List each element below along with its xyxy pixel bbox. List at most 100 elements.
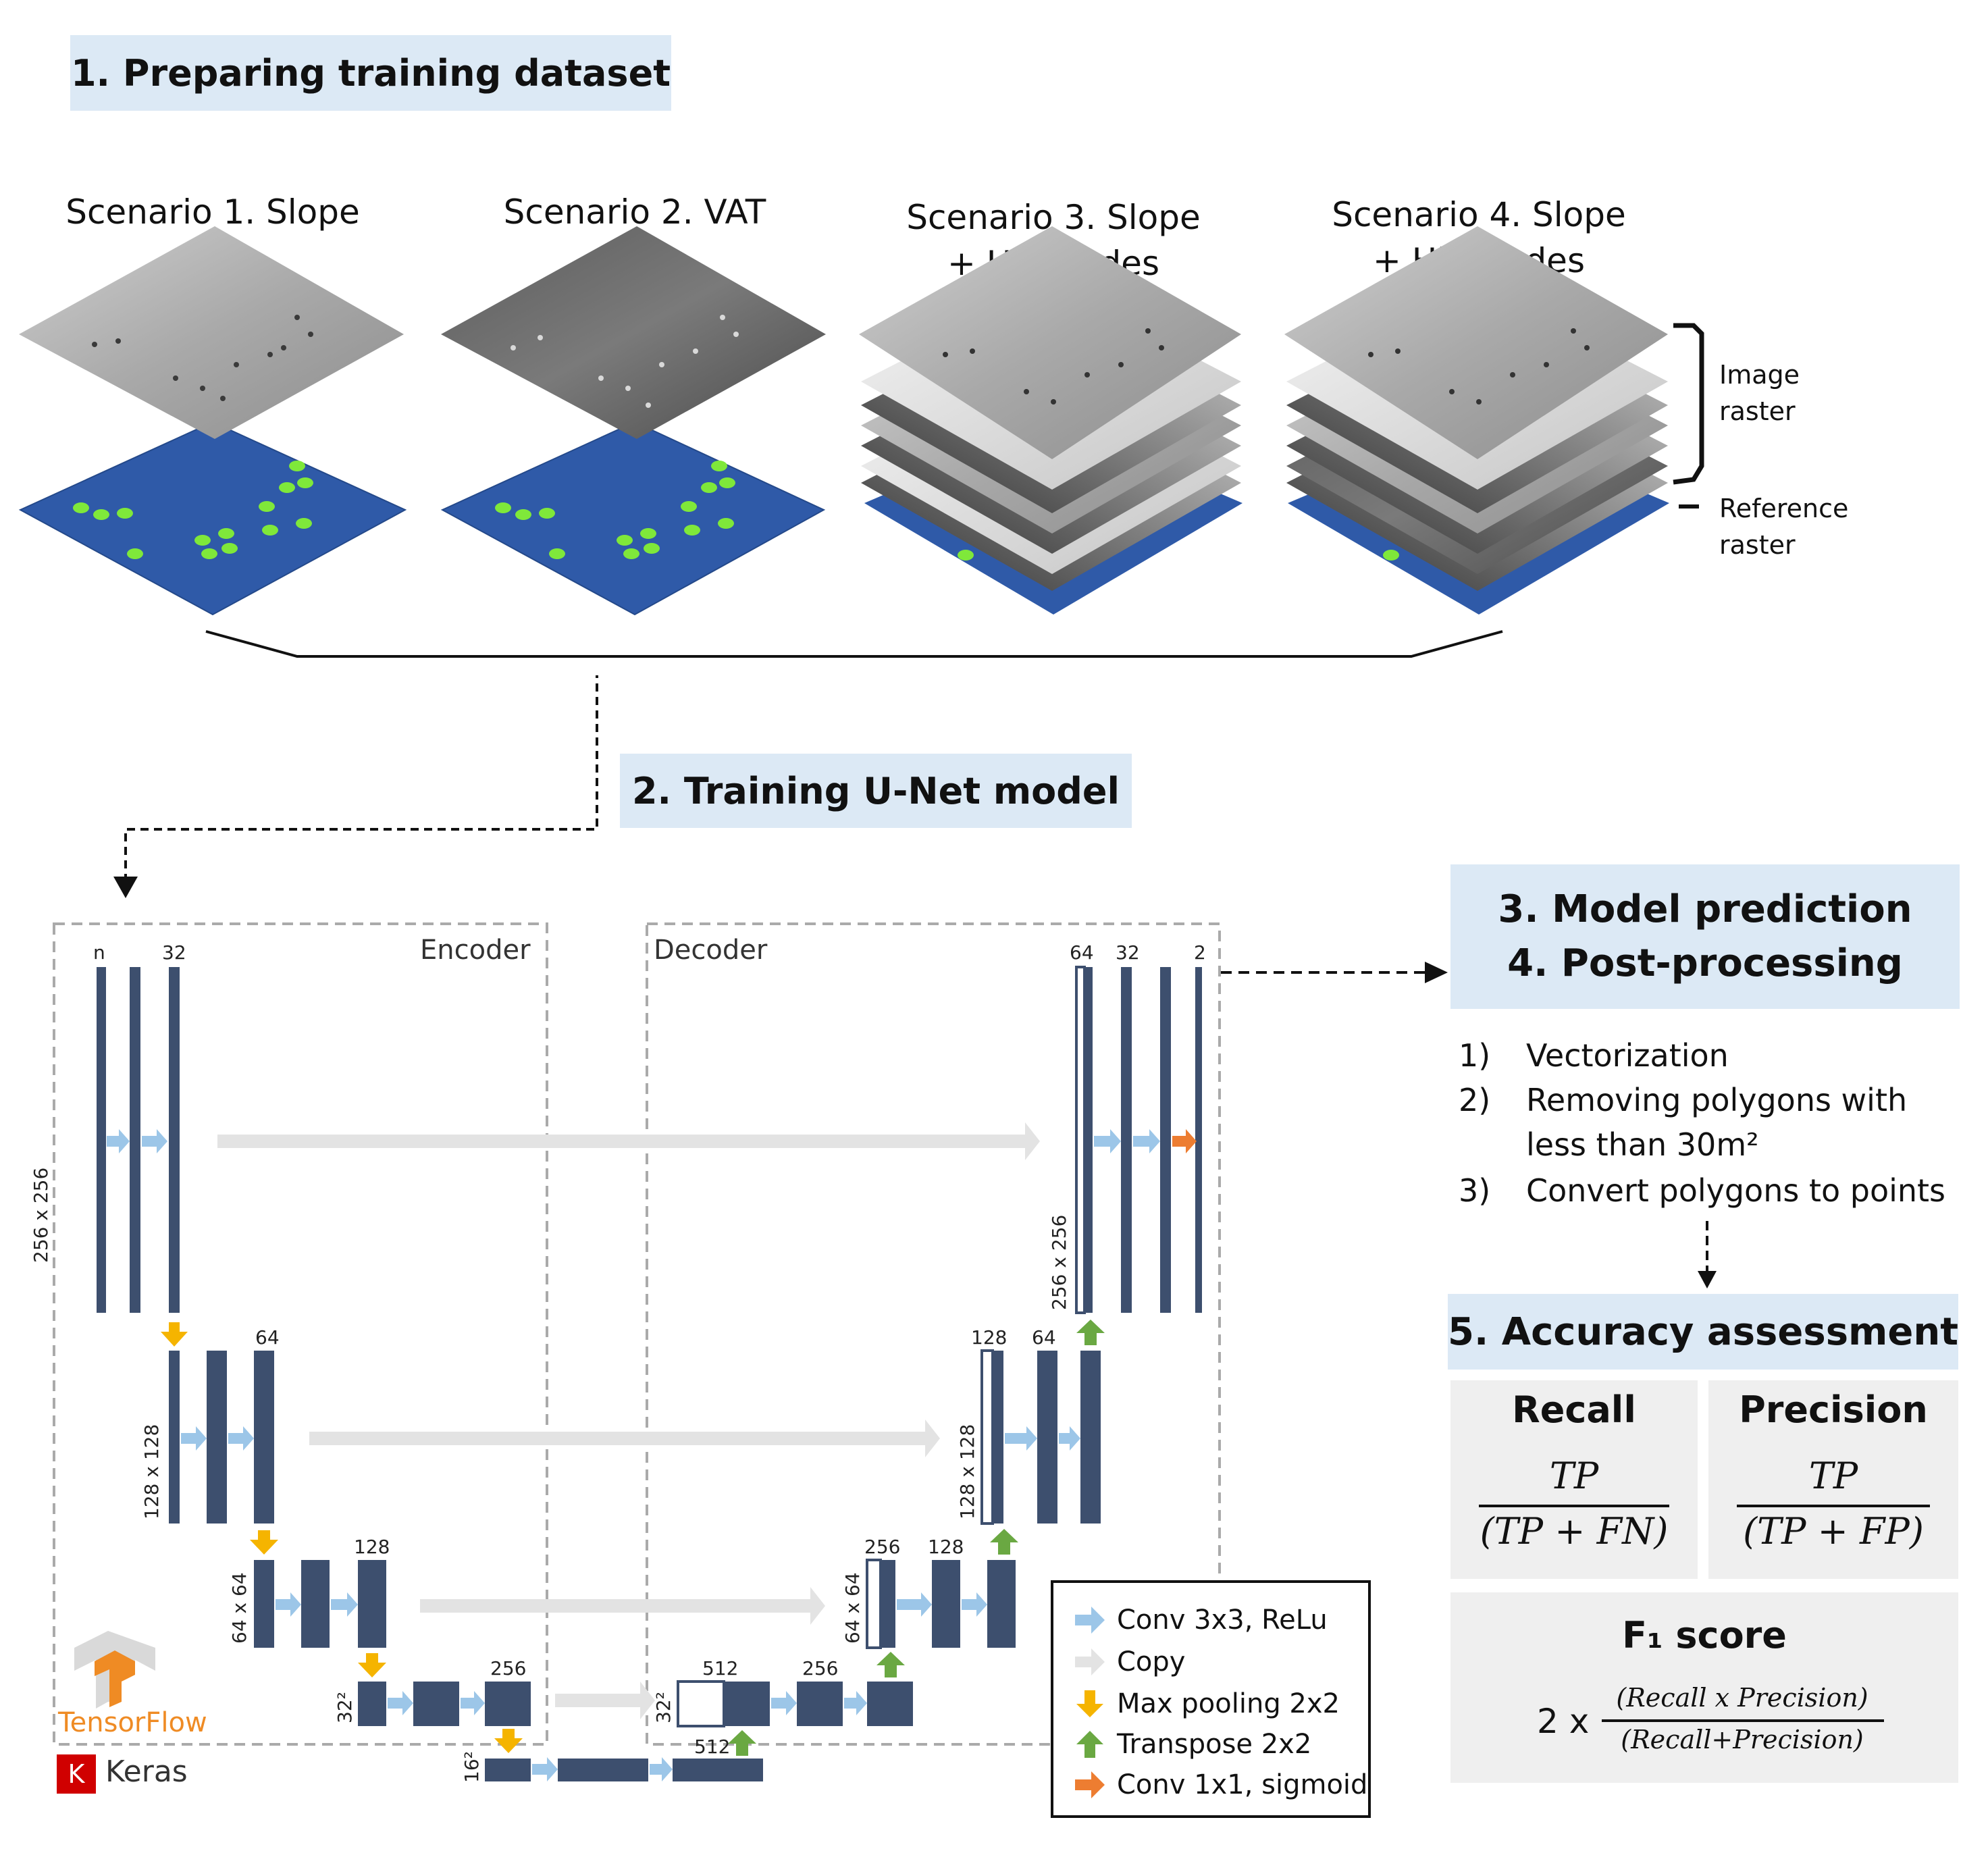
resolution-256-dec: 256 x 256 xyxy=(1048,1214,1070,1310)
section-4-title: 4. Post-processing xyxy=(1507,941,1903,985)
channel-label-bottleneck-512: 512 xyxy=(694,1736,731,1758)
decoder-level-4 xyxy=(677,1680,913,1727)
legend-conv1: Conv 1x1, sigmoid xyxy=(1075,1768,1367,1802)
legend-transpose-label: Transpose 2x2 xyxy=(1117,1729,1312,1760)
legend-copy-label: Copy xyxy=(1117,1646,1186,1677)
keras-wordmark: Keras xyxy=(105,1754,188,1789)
channel-label-dec-128: 128 xyxy=(928,1536,964,1558)
scenario-3-stack xyxy=(859,226,1242,615)
legend-copy: Copy xyxy=(1075,1645,1185,1679)
scenario-2-reference-raster xyxy=(440,421,826,616)
section-3-4-header: 3. Model prediction 4. Post-processing xyxy=(1450,864,1960,1009)
section-5-header: 5. Accuracy assessment xyxy=(1448,1294,1958,1370)
transpose-arrows xyxy=(728,1320,1105,1756)
image-raster-label: Image raster xyxy=(1719,357,1800,429)
resolution-32-enc: 32² xyxy=(334,1692,356,1723)
channel-label-dec-128b: 128 xyxy=(971,1326,1008,1349)
recall-numerator: TP xyxy=(1549,1455,1599,1497)
precision-fraction-bar xyxy=(1737,1505,1930,1507)
section-2-title: 2. Training U-Net model xyxy=(631,769,1120,812)
scenario-1-label: Scenario 1. Slope xyxy=(66,192,360,232)
postproc-down-arrow xyxy=(1698,1221,1717,1288)
scenario-2-point-markers xyxy=(495,461,735,559)
legend-pool: Max pooling 2x2 xyxy=(1075,1687,1340,1721)
decoder-box xyxy=(646,922,1221,1746)
conv1x1-arrow xyxy=(1172,1129,1197,1153)
scenario-2-vat-texture xyxy=(511,315,739,408)
channel-label-dec-2: 2 xyxy=(1194,941,1206,964)
scenario-4-stack xyxy=(1284,226,1669,615)
legend-conv-label: Conv 3x3, ReLu xyxy=(1117,1605,1328,1636)
f1-box: F₁ score 2 x (Recall x Precision) (Recal… xyxy=(1450,1592,1958,1783)
conv-arrows xyxy=(107,1129,1160,1781)
image-raster-bracket xyxy=(1673,323,1704,485)
postproc-step-1-text: Vectorization xyxy=(1526,1037,1729,1074)
section-1-title: 1. Preparing training dataset xyxy=(70,51,671,95)
postproc-step-3-text: Convert polygons to points xyxy=(1526,1172,1946,1209)
decoder-level-3 xyxy=(866,1559,1016,1649)
section-5-title: 5. Accuracy assessment xyxy=(1448,1309,1958,1354)
resolution-64-dec: 64 x 64 xyxy=(841,1572,864,1644)
channel-label-enc-32: 32 xyxy=(162,941,186,964)
precision-title: Precision xyxy=(1739,1388,1928,1431)
connector-s3-arrowhead xyxy=(1425,962,1448,983)
postproc-step-3-number: 3) xyxy=(1459,1172,1491,1209)
channel-label-dec-256b: 256 xyxy=(864,1536,901,1558)
f1-title: F₁ score xyxy=(1622,1614,1787,1657)
decoder-level-2 xyxy=(980,1349,1101,1525)
scenario-1-point-markers xyxy=(73,461,313,559)
reference-raster-label-1: Reference xyxy=(1719,494,1849,523)
decoder-label: Decoder xyxy=(654,935,768,966)
connector-arrowhead xyxy=(113,877,138,898)
precision-denominator: (TP + FP) xyxy=(1743,1510,1924,1553)
decoder-level-1 xyxy=(1075,966,1202,1314)
scenario-2-title: Scenario 2. VAT xyxy=(446,189,824,235)
resolution-64-enc: 64 x 64 xyxy=(228,1572,251,1644)
scenario-4-slope-texture xyxy=(1368,328,1590,405)
encoder-level-4 xyxy=(358,1682,531,1726)
channel-label-dec-64-top: 64 xyxy=(1070,941,1094,964)
legend-pool-label: Max pooling 2x2 xyxy=(1117,1688,1340,1719)
postproc-step-1-number: 1) xyxy=(1459,1037,1491,1074)
encoder-level-1 xyxy=(97,967,180,1313)
legend-conv1-label: Conv 1x1, sigmoid xyxy=(1117,1769,1368,1800)
legend-pool-arrow-icon xyxy=(1076,1690,1103,1717)
channel-label-enc-256: 256 xyxy=(490,1657,527,1679)
maxpool-arrows xyxy=(161,1322,523,1753)
encoder-level-3 xyxy=(254,1560,386,1648)
scenario-1-slope-raster xyxy=(19,226,404,439)
resolution-128-enc: 128 x 128 xyxy=(140,1424,163,1519)
recall-fraction-bar xyxy=(1479,1505,1669,1507)
legend-conv1-arrow-icon xyxy=(1075,1771,1105,1798)
f1-fraction-bar xyxy=(1602,1719,1884,1722)
recall-box: Recall TP (TP + FN) xyxy=(1450,1380,1698,1579)
legend-conv-arrow-icon xyxy=(1075,1607,1105,1634)
section-3-title: 3. Model prediction xyxy=(1498,887,1912,931)
copy-arrows xyxy=(217,1122,1040,1719)
recall-denominator: (TP + FN) xyxy=(1480,1510,1669,1553)
scenario-1-stack xyxy=(18,226,407,616)
channel-label-dec-512-top: 512 xyxy=(702,1657,739,1679)
scenario-3-slope-texture xyxy=(943,328,1164,405)
legend-transpose: Transpose 2x2 xyxy=(1075,1727,1311,1761)
unet-diagram xyxy=(53,675,1448,1781)
tensorflow-wordmark: TensorFlow xyxy=(58,1707,207,1738)
scenario-4-slope-raster xyxy=(1284,226,1668,459)
encoder-box xyxy=(53,922,548,1746)
channel-label-dec-32: 32 xyxy=(1116,941,1140,964)
postproc-step-2-line-1: Removing polygons with xyxy=(1526,1082,1908,1118)
scenario-3-point-marker xyxy=(958,550,974,561)
connector-s1-to-s2 xyxy=(124,675,598,885)
legend-conv: Conv 3x3, ReLu xyxy=(1075,1603,1328,1637)
channel-label-n: n xyxy=(93,941,105,964)
postproc-step-2-line-2: less than 30m² xyxy=(1526,1126,1759,1163)
scenario-2-label: Scenario 2. VAT xyxy=(503,192,766,232)
raster-stacks-illustration xyxy=(18,226,1704,658)
resolution-128-dec: 128 x 128 xyxy=(956,1424,978,1519)
legend-copy-arrow-icon xyxy=(1075,1648,1105,1675)
scenario-1-title: Scenario 1. Slope xyxy=(27,189,398,235)
scenario-3-slope-raster xyxy=(859,226,1241,459)
precision-box: Precision TP (TP + FP) xyxy=(1708,1380,1958,1579)
postproc-step-2-text: Removing polygons with less than 30m² xyxy=(1526,1078,1907,1167)
resolution-32-dec: 32² xyxy=(652,1692,675,1723)
